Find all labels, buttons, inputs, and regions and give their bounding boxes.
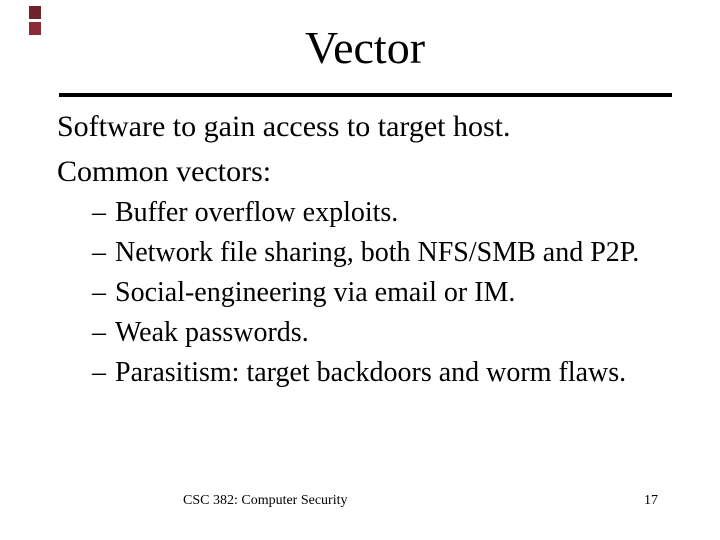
slide-body: Software to gain access to target host. … bbox=[57, 104, 700, 194]
bullet-list: –Buffer overflow exploits. –Network file… bbox=[92, 193, 710, 393]
decorative-square-top bbox=[29, 6, 41, 19]
dash-bullet-icon: – bbox=[92, 357, 106, 388]
bullet-item: –Parasitism: target backdoors and worm f… bbox=[92, 353, 710, 393]
dash-bullet-icon: – bbox=[92, 197, 106, 228]
bullet-text: Buffer overflow exploits. bbox=[115, 197, 399, 228]
bullet-text: Social-engineering via email or IM. bbox=[115, 277, 516, 308]
slide-title: Vector bbox=[304, 22, 426, 73]
title-divider-rule bbox=[59, 93, 672, 97]
dash-bullet-icon: – bbox=[92, 317, 106, 348]
footer-course-label: CSC 382: Computer Security bbox=[183, 493, 348, 508]
bullet-text: Weak passwords. bbox=[115, 317, 309, 348]
body-line-2: Common vectors: bbox=[57, 155, 272, 188]
body-line-1: Software to gain access to target host. bbox=[57, 110, 511, 143]
slide-page-number: 17 bbox=[644, 493, 658, 508]
bullet-item: –Network file sharing, both NFS/SMB and … bbox=[92, 233, 710, 273]
bullet-item: –Weak passwords. bbox=[92, 313, 710, 353]
bullet-text: Parasitism: target backdoors and worm fl… bbox=[115, 357, 627, 388]
dash-bullet-icon: – bbox=[92, 237, 106, 268]
bullet-item: –Social-engineering via email or IM. bbox=[92, 273, 710, 313]
dash-bullet-icon: – bbox=[92, 277, 106, 308]
bullet-item: –Buffer overflow exploits. bbox=[92, 193, 710, 233]
decorative-square-bottom bbox=[29, 22, 41, 35]
bullet-text: Network file sharing, both NFS/SMB and P… bbox=[115, 237, 640, 268]
